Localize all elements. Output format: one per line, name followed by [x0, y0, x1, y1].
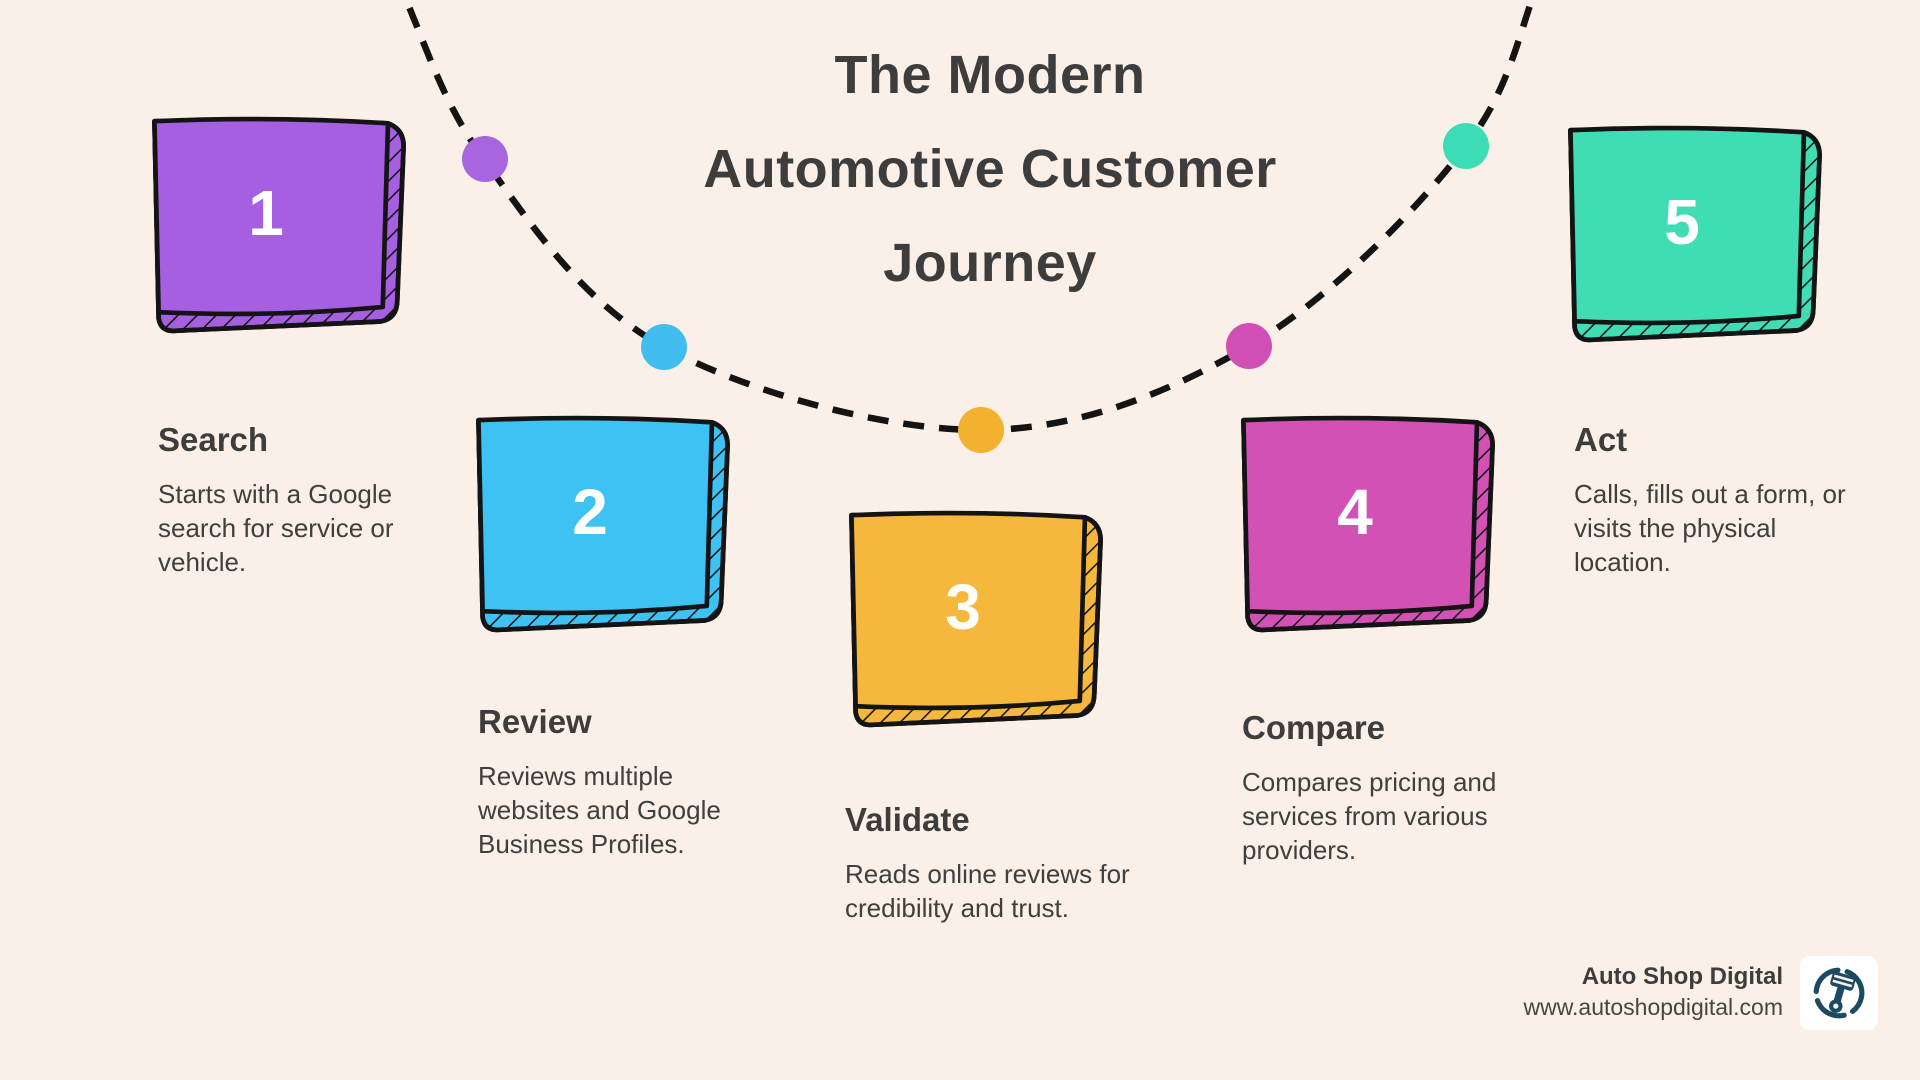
step-3-label: Validate — [845, 801, 970, 838]
footer-branding: Auto Shop Digital www.autoshopdigital.co… — [1523, 962, 1783, 1022]
page-title: The Modern Automotive Customer Journey — [590, 28, 1390, 310]
step-5-description: Calls, fills out a form, or visits the p… — [1574, 479, 1846, 577]
step-4-box: 4 — [1237, 414, 1499, 634]
step-3-description: Reads online reviews for credibility and… — [845, 859, 1130, 923]
step-3-dot — [958, 407, 1004, 453]
step-3-caption: Validate Reads online reviews for credib… — [845, 800, 1145, 925]
step-3-number: 3 — [945, 571, 981, 643]
step-2-label: Review — [478, 703, 592, 740]
brand-logo — [1800, 956, 1878, 1030]
page-title-line-1: The Modern — [834, 45, 1146, 105]
step-2-box: 2 — [472, 414, 734, 634]
step-4-label: Compare — [1242, 709, 1386, 746]
step-2-number: 2 — [572, 476, 608, 548]
step-5-dot — [1443, 123, 1489, 169]
step-5-label: Act — [1574, 421, 1628, 458]
step-4-number: 4 — [1337, 476, 1373, 548]
piston-icon — [1813, 967, 1865, 1019]
step-1-dot — [462, 136, 508, 182]
step-2-description: Reviews multiple websites and Google Bus… — [478, 761, 721, 859]
step-2-caption: Review Reviews multiple websites and Goo… — [478, 702, 728, 861]
step-2-dot — [641, 324, 687, 370]
step-4-caption: Compare Compares pricing and services fr… — [1242, 708, 1507, 867]
brand-name: Auto Shop Digital — [1581, 963, 1783, 990]
step-4-dot — [1226, 323, 1272, 369]
step-4-description: Compares pricing and services from vario… — [1242, 767, 1497, 865]
step-5-caption: Act Calls, fills out a form, or visits t… — [1574, 420, 1852, 579]
step-1-caption: Search Starts with a Google search for s… — [158, 420, 398, 579]
step-1-box: 1 — [148, 115, 410, 335]
step-3-box: 3 — [845, 509, 1107, 729]
page-title-line-2: Automotive Customer — [703, 139, 1277, 199]
step-5-box: 5 — [1564, 124, 1826, 344]
brand-website: www.autoshopdigital.com — [1523, 994, 1783, 1020]
step-1-label: Search — [158, 421, 269, 458]
step-1-description: Starts with a Google search for service … — [158, 479, 394, 577]
page-title-line-3: Journey — [883, 233, 1097, 293]
step-1-number: 1 — [248, 177, 284, 249]
step-5-number: 5 — [1664, 186, 1700, 258]
